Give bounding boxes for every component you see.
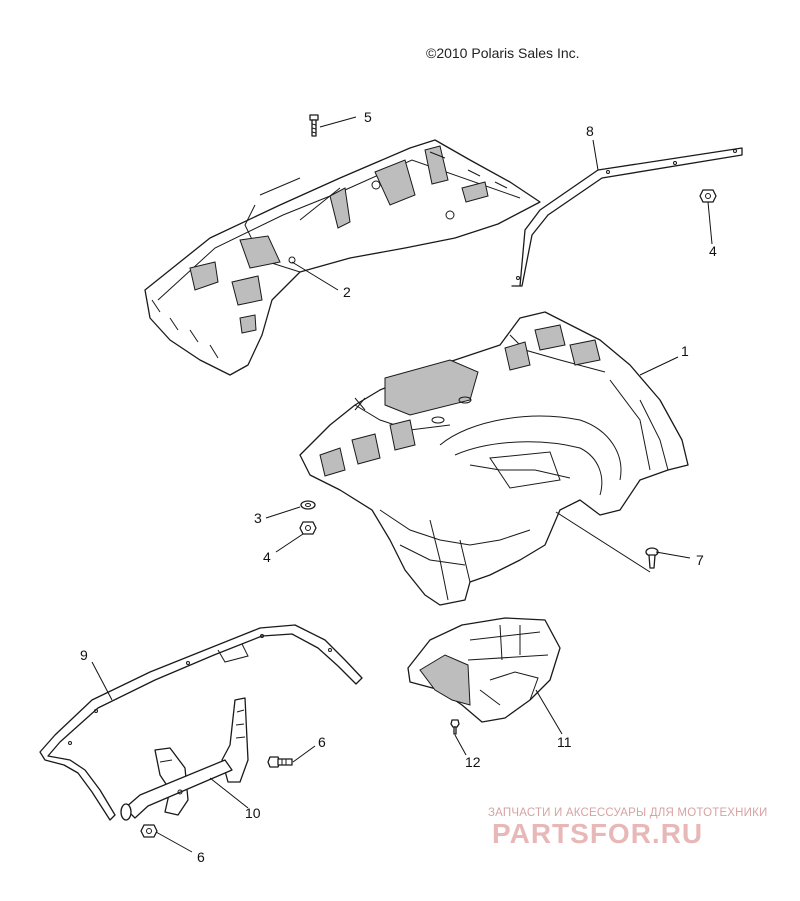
part-9-rail[interactable] — [39, 624, 363, 821]
callout-4-lower: 4 — [263, 549, 271, 565]
callout-labels: 1 2 3 4 4 5 6 6 7 8 9 10 11 12 — [80, 109, 717, 865]
callout-11: 11 — [557, 734, 572, 750]
part-10-bracket[interactable] — [120, 697, 249, 821]
part-6-bolt-right[interactable] — [267, 756, 293, 768]
callout-1: 1 — [681, 343, 689, 359]
callout-6-right: 6 — [318, 734, 326, 750]
callout-7: 7 — [696, 552, 704, 568]
part-2-rear-rack[interactable] — [144, 139, 541, 376]
part-4-nut-lower[interactable] — [299, 521, 317, 535]
watermark-tagline: ЗАПЧАСТИ И АКСЕССУАРЫ ДЛЯ МОТОТЕХНИКИ — [488, 807, 768, 819]
part-11-side-panel[interactable] — [407, 617, 561, 723]
part-8-support-bar[interactable] — [511, 147, 743, 287]
part-12-screw[interactable] — [450, 719, 460, 735]
callout-8: 8 — [586, 123, 594, 139]
callout-12: 12 — [465, 754, 481, 770]
callout-6-left: 6 — [197, 849, 205, 865]
callout-10: 10 — [245, 805, 261, 821]
callout-9: 9 — [80, 647, 88, 663]
part-1-rear-fender[interactable] — [299, 311, 689, 606]
callout-4-upper: 4 — [709, 243, 717, 259]
callout-5: 5 — [364, 109, 372, 125]
part-3-washer[interactable] — [300, 500, 316, 510]
leader-lines — [91, 116, 713, 853]
watermark-brand: PARTSFOR.RU — [492, 818, 704, 849]
part-4-nut-upper[interactable] — [699, 189, 717, 203]
copyright-notice: ©2010 Polaris Sales Inc. — [426, 45, 580, 61]
part-7-push-rivet[interactable] — [645, 547, 659, 569]
part-6-bolt-left[interactable] — [140, 824, 158, 838]
callout-2: 2 — [343, 284, 351, 300]
part-5-bolt[interactable] — [309, 114, 319, 137]
callout-3: 3 — [254, 510, 262, 526]
